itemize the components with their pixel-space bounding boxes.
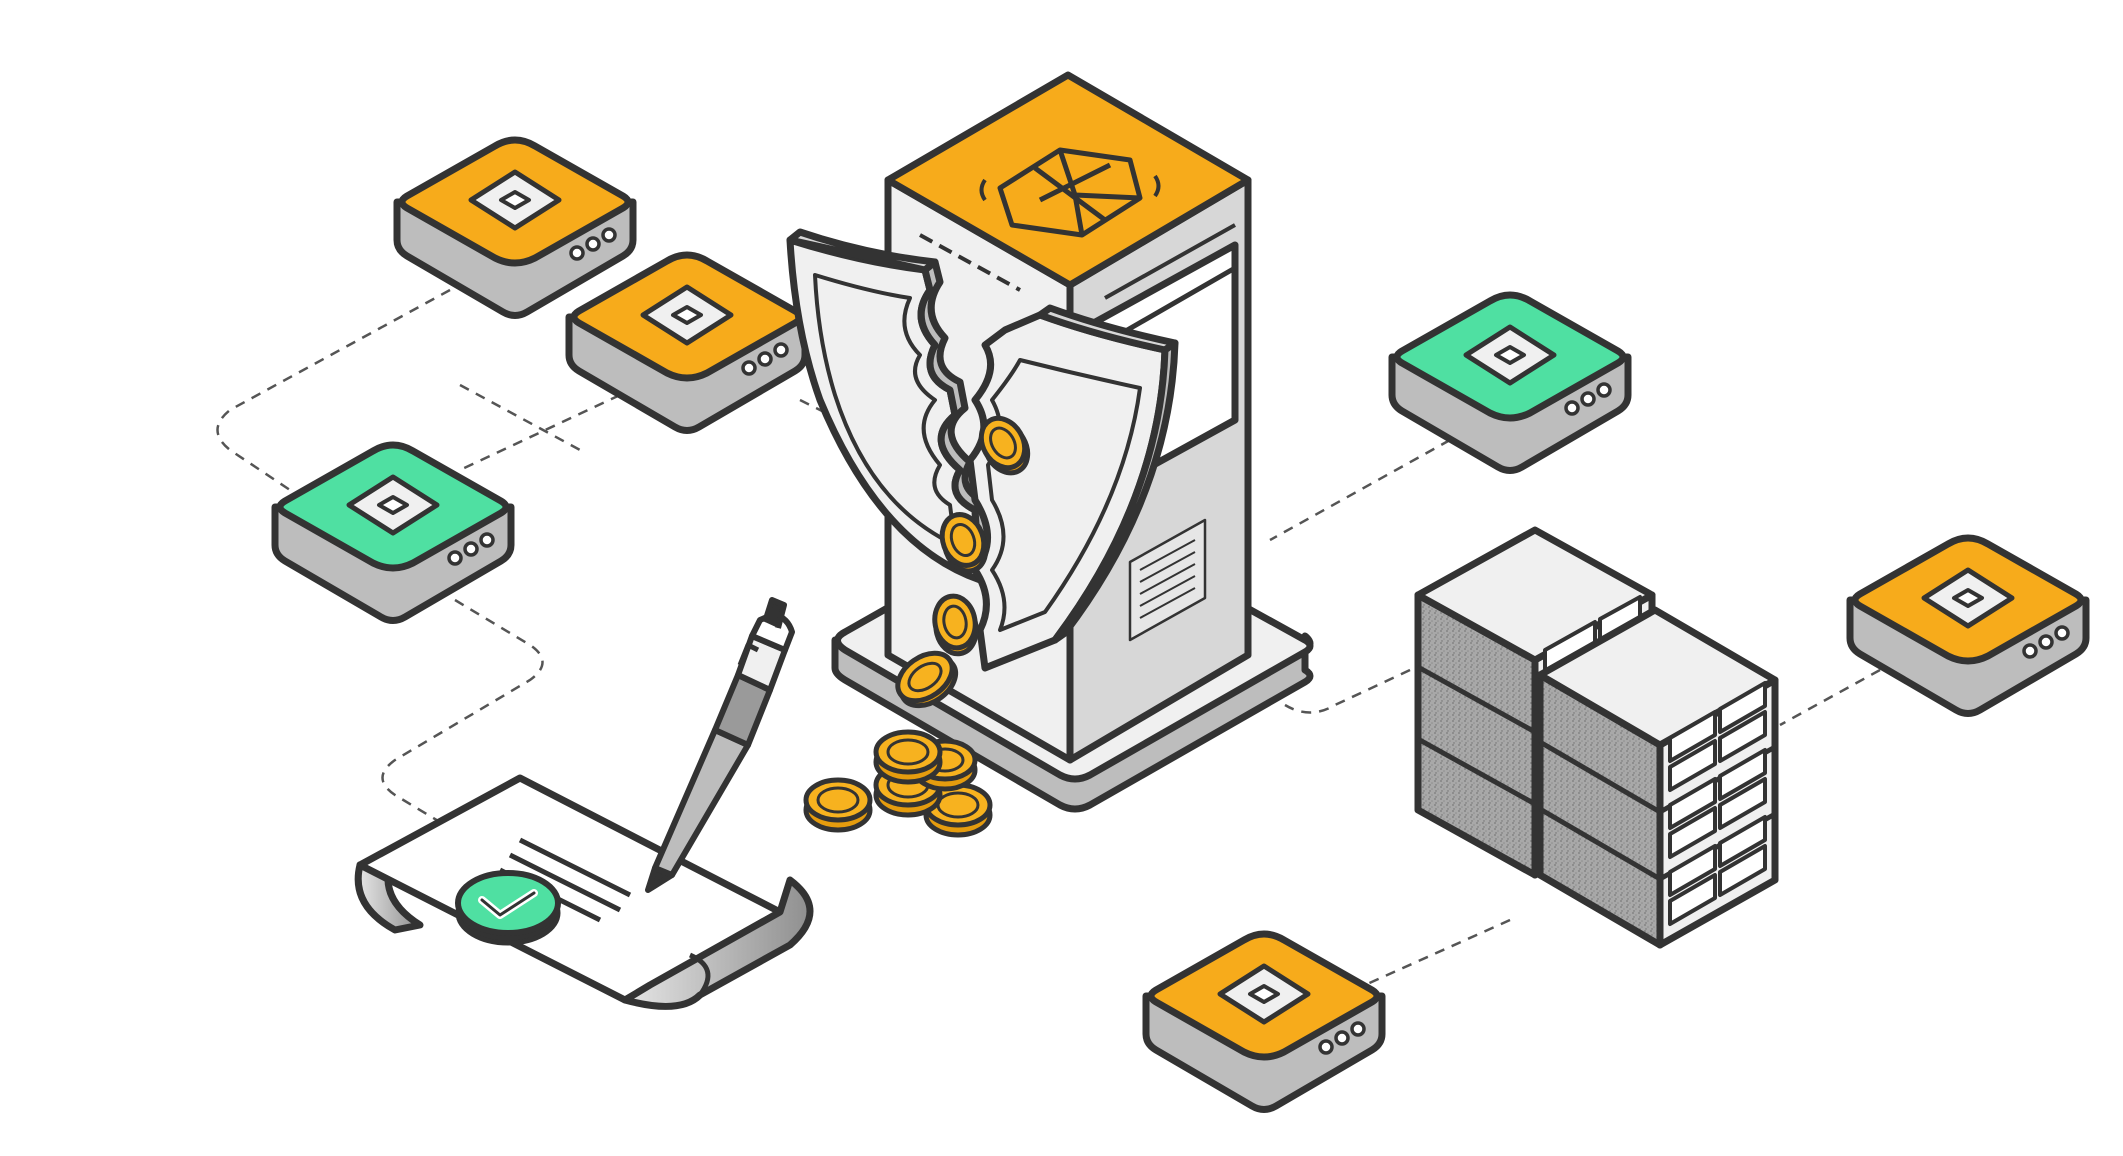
pen-icon [645, 597, 795, 893]
node-chip-icon [569, 255, 805, 431]
network-node-4 [1392, 295, 1628, 471]
node-chip-icon [275, 445, 511, 621]
checkmark-badge-icon [455, 870, 561, 946]
node-chip-icon [397, 140, 633, 316]
node-chip-icon [1146, 934, 1382, 1110]
blockchain-cube-icon [979, 147, 1161, 238]
network-node-3 [275, 445, 511, 621]
network-node-1 [397, 140, 633, 316]
network-node-2 [569, 255, 805, 431]
vent-grille [1128, 518, 1207, 642]
falling-coins [895, 415, 1031, 709]
server-rack [1414, 526, 1779, 949]
signed-contract [354, 774, 814, 1010]
node-chip-icon [1850, 538, 2086, 714]
node-chip-icon [1392, 295, 1628, 471]
coin-stack [803, 729, 993, 838]
broken-shield-icon [786, 228, 1179, 672]
network-node-6 [1146, 934, 1382, 1110]
connector-lines [216, 288, 1881, 987]
server-rack-front [1536, 606, 1779, 949]
network-node-5 [1850, 538, 2086, 714]
